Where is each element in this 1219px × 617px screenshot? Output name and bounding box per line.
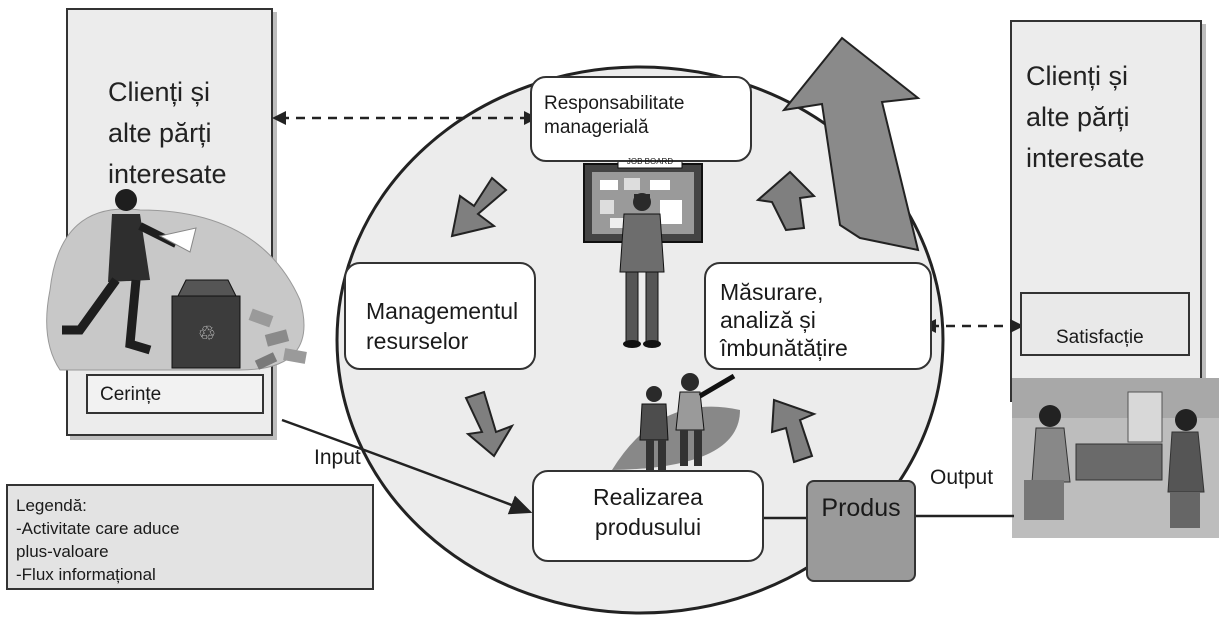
right-title-line-1: Clienți și [1026, 61, 1129, 91]
cycle-arrow-bottom-left [464, 390, 515, 458]
output-label: Output [930, 466, 994, 489]
info-flow-top-arrowhead-left [272, 111, 286, 125]
job-board-illustration [583, 155, 703, 348]
svg-text:♲: ♲ [198, 321, 216, 345]
cycle-arrow-bottom-right [770, 398, 817, 464]
right-title-line-2: alte părți [1026, 102, 1130, 132]
continual-improvement-arrow [781, 36, 921, 252]
left-panel-title: Clienți și alte părți interesate [108, 72, 273, 195]
businessman-recycle-illustration: ♲ [46, 189, 307, 371]
satisfaction-box: Satisfacție [1020, 292, 1190, 356]
left-title-line-3: interesate [108, 159, 227, 189]
legend-line-1: -Activitate care aduce [16, 519, 180, 538]
info-flow-right-arrowhead-right [1010, 319, 1024, 333]
resource-management-box: Managementul resurselor [344, 262, 536, 370]
requirements-box: Cerințe [86, 374, 264, 414]
resource-management-line-2: resurselor [366, 328, 469, 354]
product-realization-line-2: produsului [594, 514, 702, 540]
measurement-line-2: analiză și [720, 307, 816, 333]
legend-title: Legendă: [16, 496, 87, 515]
office-meeting-illustration [1012, 378, 1219, 538]
management-responsibility-line-1: Responsabilitate [544, 93, 685, 114]
right-title-line-3: interesate [1026, 143, 1145, 173]
right-panel-title: Clienți și alte părți interesate [1026, 56, 1196, 179]
requirements-label: Cerințe [100, 384, 162, 405]
legend-line-3: -Flux informațional [16, 565, 156, 584]
walking-men-illustration [612, 373, 740, 470]
left-title-line-2: alte părți [108, 118, 212, 148]
measurement-line-3: îmbunătățire [720, 335, 848, 361]
cycle-arrow-top-right [755, 170, 817, 232]
measurement-line-1: Măsurare, [720, 279, 824, 305]
job-board-label: JOB BOARD [626, 157, 674, 166]
left-title-line-1: Clienți și [108, 77, 211, 107]
management-responsibility-box: Responsabilitate managerială [530, 76, 752, 162]
resource-management-line-1: Managementul [366, 298, 519, 324]
product-label: Produs [821, 494, 901, 522]
measurement-analysis-box: Măsurare, analiză și îmbunătățire [704, 262, 932, 370]
satisfaction-label: Satisfacție [1056, 327, 1144, 348]
legend-line-2: plus-valoare [16, 542, 109, 561]
cycle-arrow-top-left [450, 176, 508, 238]
management-responsibility-line-2: managerială [544, 117, 649, 138]
input-flow-line [281, 418, 533, 515]
product-box: Produs [806, 480, 916, 582]
product-realization-box: Realizarea produsului [532, 470, 764, 562]
legend-box: Legendă: -Activitate care aduce plus-val… [6, 484, 374, 590]
input-label: Input [314, 446, 361, 469]
product-realization-line-1: Realizarea [593, 484, 703, 510]
